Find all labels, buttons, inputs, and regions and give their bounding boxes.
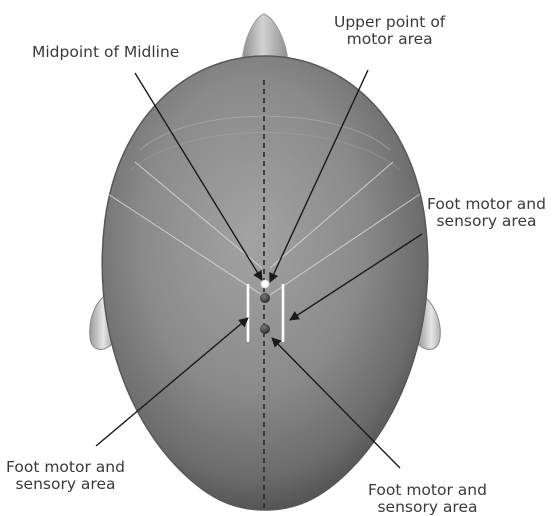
label-foot-motor-sensory-left: Foot motor and sensory area: [6, 459, 125, 493]
label-midpoint-of-midline: Midpoint of Midline: [32, 44, 179, 61]
midpoint-dot: [260, 293, 270, 303]
label-upper-point-motor-area: Upper point of motor area: [334, 14, 445, 48]
label-foot-motor-sensory-right: Foot motor and sensory area: [427, 196, 546, 230]
lower-point-dot: [260, 324, 270, 334]
label-foot-motor-sensory-bottom: Foot motor and sensory area: [368, 482, 487, 516]
upper-point-white-dot: [261, 280, 269, 288]
